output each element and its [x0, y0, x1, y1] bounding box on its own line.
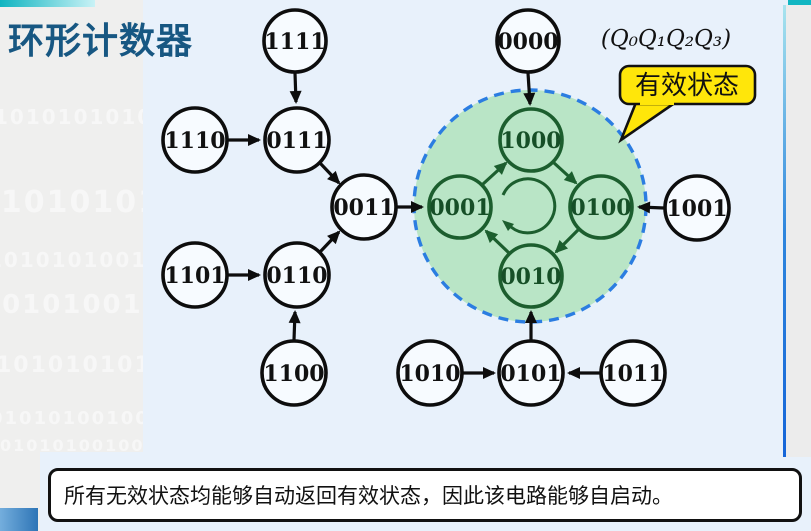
register-order-label: (Q₀Q₁Q₂Q₃) — [601, 26, 731, 52]
state-node-1010: 1010 — [396, 339, 464, 407]
cycle-rotation-arrow — [501, 177, 557, 235]
state-label: 1100 — [263, 361, 324, 387]
state-node-1101: 1101 — [161, 241, 229, 309]
binary-watermark: 1010100101001 — [0, 290, 143, 320]
state-label: 0000 — [497, 29, 558, 55]
transition-arrow — [318, 161, 341, 185]
state-node-1100: 1100 — [260, 339, 328, 407]
state-node-0011: 0011 — [330, 173, 398, 241]
state-node-1110: 1110 — [161, 106, 229, 174]
state-label: 1000 — [500, 128, 561, 154]
right-gray-panel — [786, 5, 811, 457]
transition-arrow — [318, 230, 341, 254]
state-node-0101: 0101 — [497, 339, 565, 407]
transition-arrow — [523, 72, 536, 106]
conclusion-text: 所有无效状态均能够自动返回有效状态，因此该电路能够自启动。 — [64, 485, 673, 508]
transition-arrow — [484, 229, 511, 255]
transition-arrow — [481, 161, 508, 186]
transition-arrow — [551, 160, 578, 185]
state-node-0110: 0110 — [263, 241, 331, 309]
state-label: 0111 — [266, 128, 327, 154]
state-node-0000: 0000 — [495, 8, 561, 74]
binary-watermark: 1010101001010 — [0, 248, 143, 272]
state-node-0001: 0001 — [427, 174, 493, 240]
invalid-transitions — [228, 72, 665, 379]
page-title: 环形计数器 — [8, 20, 194, 61]
top-right-accent-bar — [788, 0, 811, 5]
state-label: 0101 — [500, 361, 561, 387]
callout-joint — [640, 99, 674, 105]
state-label: 0010 — [500, 264, 561, 290]
top-accent-bar — [0, 0, 95, 7]
state-node-0100: 0100 — [568, 174, 634, 240]
valid-cycle-transitions — [481, 160, 580, 255]
valid-states-callout: 有效状态 — [618, 64, 757, 144]
state-label: 0011 — [333, 195, 394, 221]
state-node-0010: 0010 — [498, 243, 564, 309]
state-label: 1111 — [264, 29, 325, 55]
state-node-1011: 1011 — [599, 339, 667, 407]
state-label: 0110 — [266, 263, 327, 289]
state-node-0111: 0111 — [263, 106, 331, 174]
state-label: 1010 — [399, 361, 460, 387]
state-label: 1011 — [602, 361, 663, 387]
state-label: 1101 — [164, 263, 225, 289]
conclusion-box: 所有无效状态均能够自动返回有效状态，因此该电路能够自启动。 — [48, 468, 802, 522]
state-label: 0100 — [570, 195, 631, 221]
bottom-left-accent-block — [0, 508, 38, 531]
transition-arrow — [288, 310, 301, 341]
callout-box — [618, 64, 757, 106]
binary-watermark: 0101010100101 — [0, 185, 143, 220]
state-label: 1110 — [164, 128, 225, 154]
state-label: 1001 — [666, 196, 727, 222]
slide-right-border — [783, 5, 786, 457]
state-label: 0001 — [429, 195, 490, 221]
callout-tail — [618, 98, 684, 144]
state-node-1001: 1001 — [663, 174, 731, 242]
transition-arrow — [289, 72, 302, 104]
state-node-1111: 1111 — [262, 8, 328, 74]
callout-label: 有效状态 — [635, 70, 739, 100]
transition-arrow — [554, 228, 580, 254]
state-node-1000: 1000 — [498, 107, 564, 173]
transition-arrow — [637, 201, 665, 214]
